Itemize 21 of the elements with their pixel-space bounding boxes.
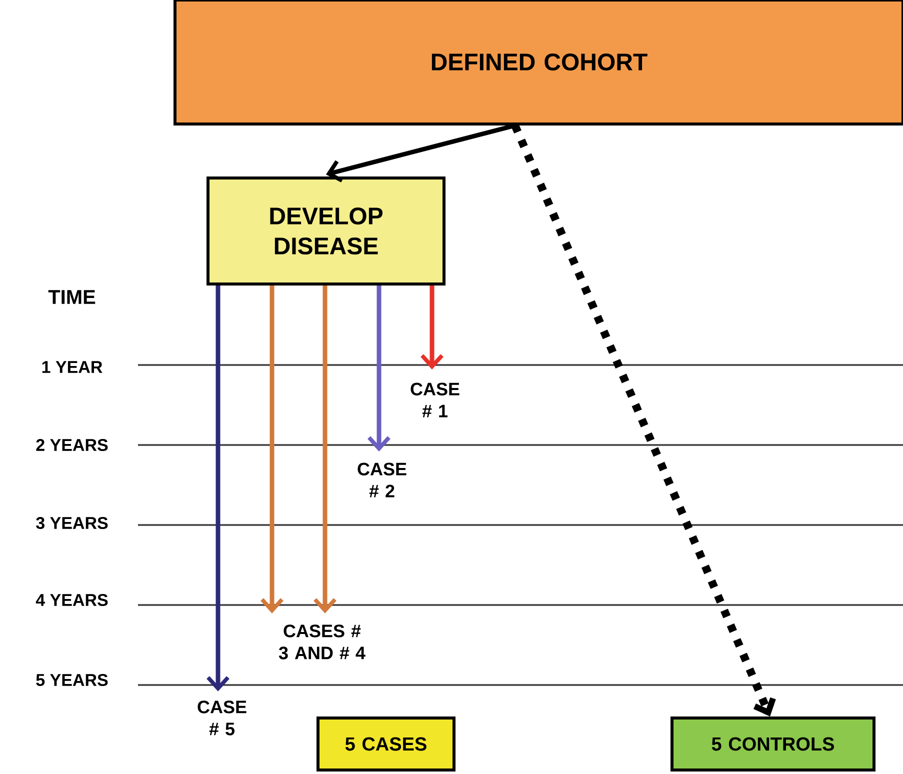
year-label: 4 YEARS (36, 594, 108, 606)
dotted-arrow (511, 124, 776, 716)
count-box: 5 CONTROLS (670, 716, 876, 772)
arrow (206, 286, 230, 692)
year-label: 2 YEARS (36, 438, 108, 451)
disease-box: DEVELOP DISEASE (206, 176, 446, 286)
time-label: TIME (48, 290, 96, 304)
year-label: 1 YEAR (42, 361, 102, 373)
count-box: 5 CASES (316, 716, 456, 772)
case-label: CASE # 1 (410, 382, 460, 418)
arrow (326, 123, 516, 182)
case-label: CASE # 5 (198, 700, 246, 736)
year-label: 5 YEARS (36, 674, 108, 686)
year-label: 3 YEARS (36, 516, 108, 530)
case-label: CASE # 2 (358, 462, 406, 498)
arrow (420, 286, 444, 370)
cohort-box: DEFINED COHORT (174, 0, 903, 126)
arrow (368, 286, 390, 452)
arrow (314, 286, 336, 614)
arrow (260, 286, 284, 614)
case-label: CASES # 3 AND # 4 (278, 624, 366, 660)
